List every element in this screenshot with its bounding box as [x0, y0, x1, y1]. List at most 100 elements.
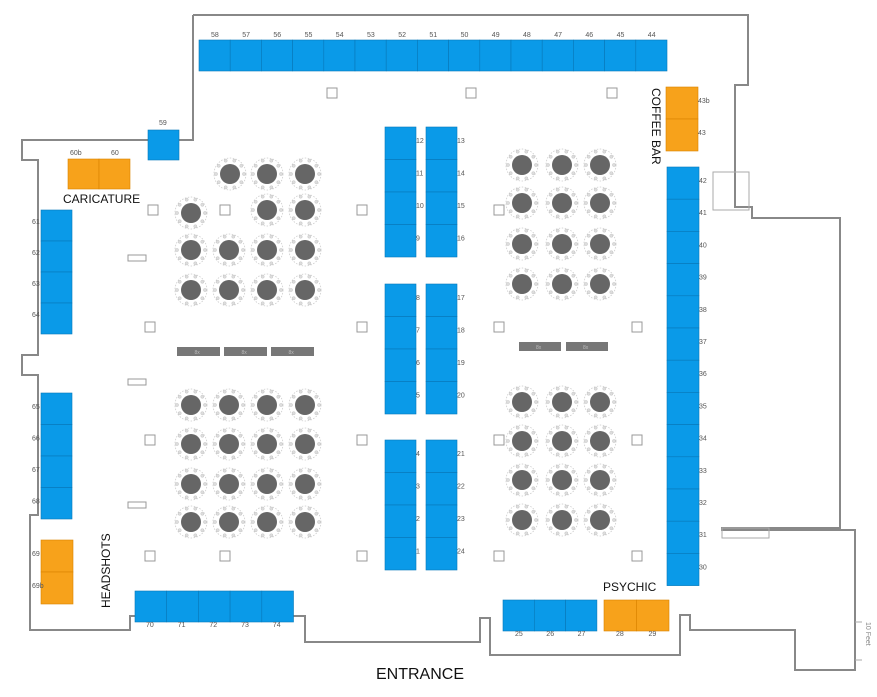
booth-box[interactable] [384, 537, 417, 571]
booth-38[interactable]: 38 [666, 295, 707, 329]
booth-4[interactable]: 4 [384, 439, 420, 473]
booth-box[interactable] [479, 39, 512, 72]
booth-box[interactable] [292, 39, 325, 72]
booth-box[interactable] [533, 599, 566, 632]
booth-26[interactable]: 26 [533, 599, 566, 638]
booth-box[interactable] [425, 283, 458, 317]
booth-box[interactable] [384, 348, 417, 382]
booth-70[interactable]: 70 [134, 590, 168, 629]
booth-box[interactable] [425, 348, 458, 382]
special-43b[interactable]: 43b [665, 86, 710, 120]
booth-1[interactable]: 1 [384, 537, 420, 571]
booth-box[interactable] [147, 129, 180, 161]
booth-53[interactable]: 53 [354, 32, 387, 72]
booth-box[interactable] [40, 455, 73, 488]
booth-box[interactable] [166, 590, 199, 623]
booth-box[interactable] [425, 381, 458, 415]
booth-58[interactable]: 58 [198, 32, 231, 72]
special-28[interactable]: 28 [603, 599, 637, 638]
booth-25[interactable]: 25 [502, 599, 535, 638]
booth-box[interactable] [666, 166, 700, 200]
booth-box[interactable] [384, 381, 417, 415]
booth-31[interactable]: 31 [666, 520, 707, 554]
booth-box[interactable] [384, 316, 417, 350]
booth-49[interactable]: 49 [479, 32, 512, 72]
booth-12[interactable]: 12 [384, 126, 424, 160]
booth-52[interactable]: 52 [385, 32, 418, 72]
booth-59[interactable]: 59 [147, 120, 180, 161]
booth-6[interactable]: 6 [384, 348, 420, 382]
booth-51[interactable]: 51 [417, 32, 449, 72]
booth-box[interactable] [261, 39, 293, 72]
booth-40[interactable]: 40 [666, 231, 707, 264]
booth-62[interactable]: 62 [32, 240, 73, 273]
booth-39[interactable]: 39 [666, 263, 707, 297]
booth-33[interactable]: 33 [666, 456, 707, 490]
booth-box[interactable] [425, 537, 458, 571]
booth-42[interactable]: 42 [666, 166, 707, 200]
booth-55[interactable]: 55 [292, 32, 325, 72]
booth-44[interactable]: 44 [635, 32, 668, 72]
booth-box[interactable] [502, 599, 535, 632]
booth-box[interactable] [40, 424, 73, 457]
booth-box[interactable] [565, 599, 598, 632]
booth-5[interactable]: 5 [384, 381, 420, 415]
booth-box[interactable] [665, 118, 699, 152]
booth-box[interactable] [261, 590, 294, 623]
booth-box[interactable] [384, 283, 417, 317]
booth-74[interactable]: 74 [261, 590, 294, 629]
booth-66[interactable]: 66 [32, 424, 73, 457]
booth-box[interactable] [198, 590, 231, 623]
booth-box[interactable] [448, 39, 481, 72]
booth-8[interactable]: 8 [384, 283, 420, 317]
booth-box[interactable] [417, 39, 449, 72]
booth-16[interactable]: 16 [425, 224, 465, 258]
booth-36[interactable]: 36 [666, 359, 707, 393]
booth-box[interactable] [666, 553, 700, 586]
booth-7[interactable]: 7 [384, 316, 420, 350]
booth-54[interactable]: 54 [323, 32, 356, 72]
special-69b[interactable]: 69b [32, 571, 74, 605]
booth-2[interactable]: 2 [384, 504, 420, 538]
booth-30[interactable]: 30 [666, 553, 707, 586]
booth-box[interactable] [40, 240, 73, 273]
booth-72[interactable]: 72 [198, 590, 231, 629]
booth-41[interactable]: 41 [666, 198, 707, 232]
booth-17[interactable]: 17 [425, 283, 465, 317]
booth-13[interactable]: 13 [425, 126, 465, 160]
booth-71[interactable]: 71 [166, 590, 199, 629]
booth-27[interactable]: 27 [565, 599, 598, 638]
booth-35[interactable]: 35 [666, 392, 707, 425]
booth-73[interactable]: 73 [229, 590, 263, 629]
booth-68[interactable]: 68 [32, 487, 73, 520]
booth-box[interactable] [354, 39, 387, 72]
booth-box[interactable] [425, 159, 458, 193]
booth-box[interactable] [425, 126, 458, 160]
booth-box[interactable] [384, 159, 417, 193]
booth-21[interactable]: 21 [425, 439, 465, 473]
booth-14[interactable]: 14 [425, 159, 465, 193]
booth-box[interactable] [98, 158, 131, 190]
booth-50[interactable]: 50 [448, 32, 481, 72]
booth-56[interactable]: 56 [261, 32, 293, 72]
special-60b[interactable]: 60b [67, 150, 100, 190]
booth-63[interactable]: 63 [32, 271, 73, 304]
booth-box[interactable] [666, 392, 700, 425]
booth-67[interactable]: 67 [32, 455, 73, 488]
booth-box[interactable] [666, 520, 700, 554]
booth-box[interactable] [666, 327, 700, 361]
booth-box[interactable] [510, 39, 543, 72]
special-60[interactable]: 60 [98, 150, 131, 190]
booth-box[interactable] [384, 224, 417, 258]
booth-18[interactable]: 18 [425, 316, 465, 350]
booth-box[interactable] [40, 571, 74, 605]
booth-47[interactable]: 47 [541, 32, 574, 72]
booth-22[interactable]: 22 [425, 472, 465, 506]
booth-box[interactable] [40, 392, 73, 425]
booth-box[interactable] [384, 439, 417, 473]
booth-box[interactable] [666, 231, 700, 264]
booth-48[interactable]: 48 [510, 32, 543, 72]
booth-24[interactable]: 24 [425, 537, 465, 571]
